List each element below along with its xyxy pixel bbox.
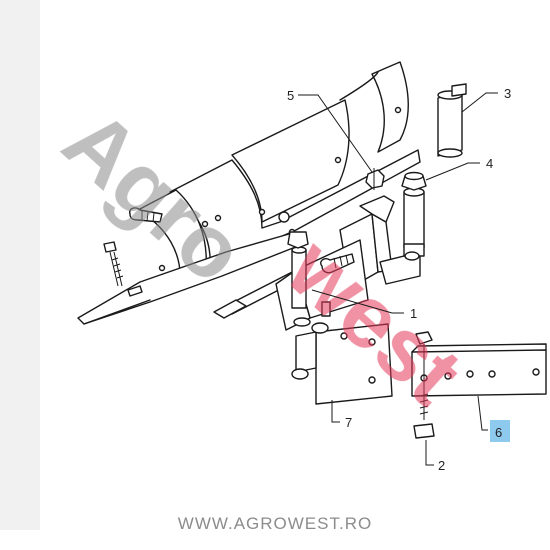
- callout-4: 4: [425, 156, 493, 181]
- bolt-2: [413, 331, 435, 439]
- bushing-3: [437, 83, 467, 158]
- bolt-horizontal: [320, 253, 355, 274]
- bolt-5: [365, 168, 385, 190]
- callout-3-label: 3: [504, 86, 511, 101]
- callout-7-label: 7: [345, 415, 352, 430]
- callout-5-label: 5: [287, 88, 294, 103]
- post-4: [401, 171, 427, 261]
- callout-4-label: 4: [486, 156, 493, 171]
- bracket-7: [291, 322, 393, 405]
- moldboard-rear: [231, 99, 350, 223]
- callout-2: 2: [425, 440, 445, 473]
- bolt-front: [128, 207, 163, 223]
- callout-2-label: 2: [438, 458, 445, 473]
- callout-6: 6: [477, 395, 510, 442]
- pin-lower: [321, 301, 331, 317]
- moldboard-top-fin: [371, 61, 409, 153]
- callout-5: 5: [287, 88, 373, 173]
- callout-7: 7: [331, 400, 352, 430]
- footer-url: WWW.AGROWEST.RO: [177, 514, 373, 533]
- plate-6: [411, 343, 547, 397]
- left-edge-band: [0, 0, 40, 530]
- nut-lower: [293, 317, 311, 327]
- callout-6-highlight: [490, 420, 510, 442]
- callout-1-label: 1: [410, 306, 417, 321]
- bolt-vertical-front: [103, 241, 143, 297]
- post-left: [287, 231, 309, 309]
- callout-6-label: 6: [495, 425, 502, 440]
- callout-1: 1: [311, 289, 417, 321]
- callout-3: 3: [461, 86, 511, 113]
- plough-assembly: [77, 61, 467, 331]
